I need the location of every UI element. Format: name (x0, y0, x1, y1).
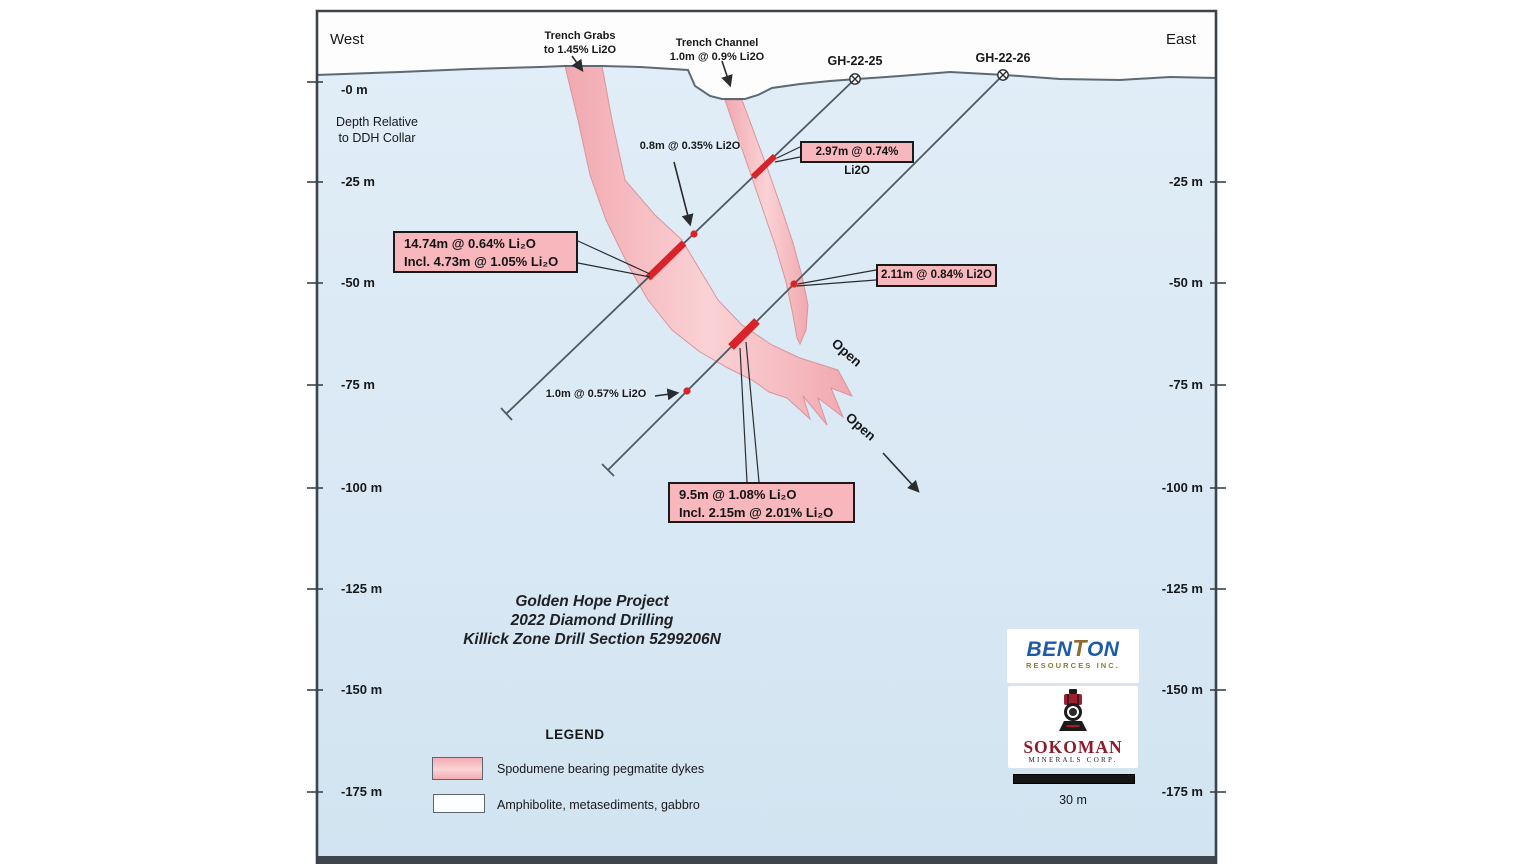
intercept-9-5m (728, 318, 760, 350)
benton-subtitle: RESOURCES INC. (1026, 661, 1120, 670)
trench-grabs-arrow (571, 55, 584, 72)
panel-bottom-border (316, 856, 1217, 864)
collar-symbol-gh-22-25 (849, 73, 861, 85)
sky-area (316, 10, 1217, 99)
trench-channel-arrow (721, 60, 733, 88)
cross-section-panel (307, 9, 1226, 864)
depth-label-left-75m: -75 m (341, 377, 375, 392)
assay-label-0-8m: 0.8m @ 0.35% Li2O (639, 140, 741, 152)
assay-callout-9-5m: 9.5m @ 1.08% Li₂O Incl. 2.15m @ 2.01% Li… (668, 482, 855, 523)
depth-label-right-125m: -125 m (1161, 581, 1203, 596)
legend-label-pegmatite: Spodumene bearing pegmatite dykes (497, 762, 705, 776)
intercept-14-74m (645, 240, 687, 281)
assay-1-0m-arrow (654, 388, 680, 401)
scale-bar-label: 30 m (1059, 793, 1087, 807)
depth-label-right-150m: -150 m (1161, 682, 1203, 697)
depth-label-left-175m: -175 m (341, 784, 383, 799)
intercept-2-11m (790, 280, 798, 288)
trench-grabs-label: Trench Grabs to 1.45% Li2O (543, 30, 617, 56)
depth-label-left-0m: -0 m (341, 82, 368, 97)
assay-callout-14-74m: 14.74m @ 0.64% Li₂O Incl. 4.73m @ 1.05% … (393, 231, 578, 273)
depth-label-right-175m: -175 m (1161, 784, 1203, 799)
benton-logo: BENTON RESOURCES INC. (1007, 629, 1139, 683)
collar-symbol-gh-22-26 (997, 69, 1009, 81)
assay-0-8m-arrow (673, 161, 694, 227)
benton-wordmark: BENTON (1026, 635, 1120, 661)
annotation-arrows (571, 55, 920, 493)
sokoman-wordmark: SOKOMAN (1023, 737, 1123, 757)
depth-label-right-25m: -25 m (1169, 174, 1203, 189)
benton-pickaxe-t: T (1072, 635, 1087, 661)
eoh-tick-gh-22-25 (500, 407, 513, 421)
scale-bar (1013, 774, 1135, 784)
west-label: West (330, 31, 364, 48)
west-pegmatite-dyke (564, 65, 854, 426)
depth-note: Depth Relative to DDH Collar (336, 115, 418, 145)
hole-id-gh-22-26: GH-22-26 (975, 51, 1031, 65)
sokoman-subtitle: MINERALS CORP. (1028, 756, 1118, 764)
trench-channel-label: Trench Channel 1.0m @ 0.9% Li2O (669, 37, 765, 63)
legend-swatch-pegmatite (432, 757, 483, 780)
east-label: East (1165, 31, 1196, 48)
intercept-0-8m (690, 230, 698, 238)
assay-label-1-0m: 1.0m @ 0.57% Li2O (545, 388, 647, 400)
depth-label-left-50m: -50 m (341, 275, 375, 290)
hole-id-gh-22-25: GH-22-25 (827, 54, 883, 68)
section-title: Golden Hope Project 2022 Diamond Drillin… (463, 593, 721, 648)
section-geometry (307, 9, 1226, 864)
legend-title: LEGEND (545, 727, 605, 742)
legend-label-amphibolite: Amphibolite, metasediments, gabbro (497, 798, 700, 812)
assay-callout-2-97m: 2.97m @ 0.74% Li2O (800, 141, 914, 177)
depth-label-right-50m: -50 m (1169, 275, 1203, 290)
depth-label-left-100m: -100 m (341, 480, 383, 495)
sokoman-lantern-icon (1059, 689, 1087, 731)
intercept-1-0m (683, 387, 691, 395)
depth-label-right-100m: -100 m (1161, 480, 1203, 495)
depth-ticks-right (1210, 181, 1226, 793)
legend-swatch-amphibolite (433, 794, 485, 813)
depth-label-right-75m: -75 m (1169, 377, 1203, 392)
depth-ticks-left (307, 81, 323, 793)
depth-label-left-25m: -25 m (341, 174, 375, 189)
open-at-depth-arrow (882, 452, 920, 493)
depth-label-left-125m: -125 m (341, 581, 383, 596)
sokoman-logo: SOKOMAN MINERALS CORP. (1008, 686, 1138, 768)
callout-pointer-lines (577, 146, 877, 483)
intercept-2-97m (750, 153, 778, 180)
assay-callout-2-11m: 2.11m @ 0.84% Li2O (876, 264, 997, 287)
depth-label-left-150m: -150 m (341, 682, 383, 697)
eoh-tick-gh-22-26 (601, 463, 615, 477)
surface-topography-line (315, 65, 1218, 100)
drillhole-trace-gh-22-26 (607, 74, 1004, 471)
panel-border (315, 9, 1218, 864)
